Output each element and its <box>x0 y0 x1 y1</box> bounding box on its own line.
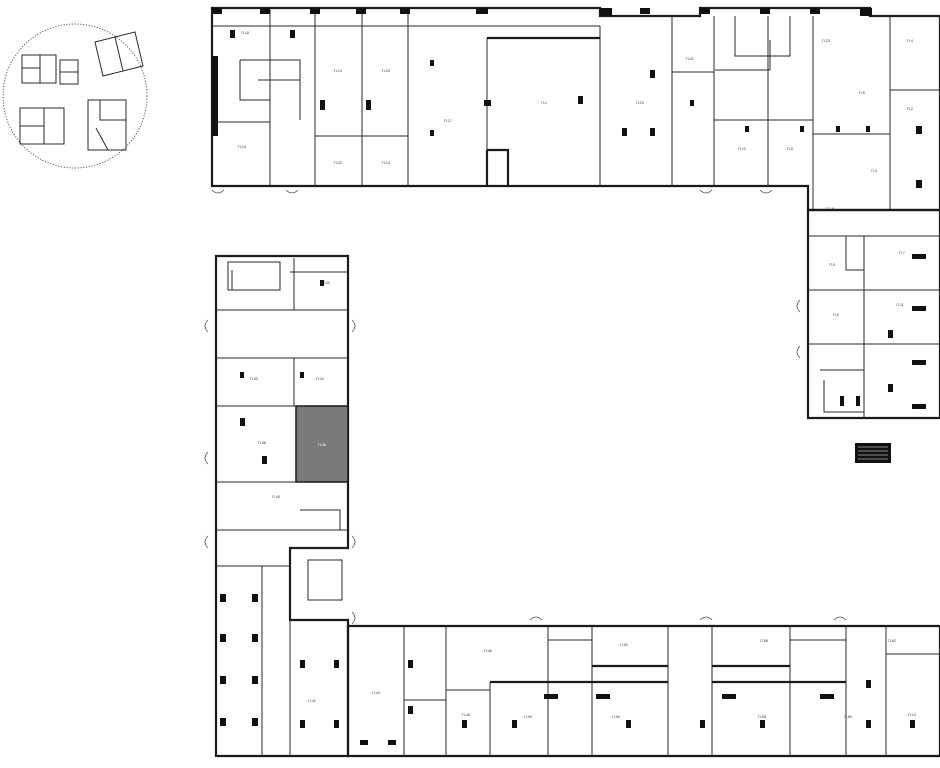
top-wing <box>210 6 940 212</box>
unit-label[interactable]: П-32 <box>250 377 258 381</box>
unit-label[interactable]: П-34 <box>316 377 324 381</box>
unit-label[interactable]: П-20 <box>382 69 390 73</box>
unit-label[interactable]: П-11 <box>896 303 904 307</box>
unit-label[interactable]: П-54 <box>612 715 620 719</box>
unit-label[interactable]: П-15 <box>826 207 834 211</box>
unit-label[interactable]: П-60 <box>844 715 852 719</box>
unit-label[interactable]: П-14 <box>334 69 342 73</box>
unit-label[interactable]: П-52 <box>620 643 628 647</box>
door-swings <box>204 189 847 625</box>
unit-label[interactable]: П-2 <box>907 107 913 111</box>
key-map <box>2 23 148 169</box>
unit-label[interactable]: П-46 <box>484 649 492 653</box>
unit-label[interactable]: П-44 <box>372 691 380 695</box>
unit-label[interactable]: П-10 <box>382 161 390 165</box>
unit-labels: П-18 П-16 П-14 П-22 П-20 П-1 П-10 П-12 П… <box>238 31 916 719</box>
key-map-circle <box>2 23 148 169</box>
unit-label[interactable]: П-19 <box>636 101 644 105</box>
unit-label[interactable]: П-50 <box>524 715 532 719</box>
unit-label[interactable]: П-23 <box>822 39 830 43</box>
unit-label[interactable]: П-7 <box>899 251 905 255</box>
unit-label[interactable]: П-42 <box>308 699 316 703</box>
selected-unit-label[interactable]: П-36 <box>318 443 326 447</box>
unit-label[interactable]: П-18 <box>241 31 249 35</box>
columns-left <box>220 280 339 728</box>
unit-label[interactable]: П-13 <box>908 713 916 717</box>
unit-label[interactable]: П-30 <box>322 281 330 285</box>
unit-label[interactable]: П-16 <box>238 145 246 149</box>
left-wing <box>214 254 350 758</box>
unit-label[interactable]: П-40 <box>272 495 280 499</box>
unit-label[interactable]: П-21 <box>686 57 694 61</box>
unit-label[interactable]: П-17 <box>444 119 452 123</box>
unit-label[interactable]: П-3 <box>871 169 877 173</box>
unit-label[interactable]: П-9 <box>833 313 839 317</box>
unit-label[interactable]: П-56 <box>760 639 768 643</box>
right-wing <box>806 208 940 463</box>
perimeter-piers-top <box>212 8 872 16</box>
bottom-wing <box>346 624 940 758</box>
unit-label[interactable]: П-12 <box>738 147 746 151</box>
unit-label[interactable]: П-58 <box>758 715 766 719</box>
key-map-buildings <box>19 31 144 151</box>
unit-label[interactable]: П-5 <box>829 263 835 267</box>
unit-label[interactable]: П-6 <box>859 91 865 95</box>
elevator-block <box>855 443 891 463</box>
unit-label[interactable]: П-48 <box>462 713 470 717</box>
unit-label[interactable]: П-4 <box>907 39 913 43</box>
unit-label[interactable]: П-1 <box>541 101 547 105</box>
unit-label[interactable]: П-8 <box>787 147 793 151</box>
unit-label[interactable]: П-22 <box>334 161 342 165</box>
columns-right <box>840 254 926 409</box>
columns-top <box>212 30 922 188</box>
unit-label[interactable]: П-62 <box>888 639 896 643</box>
selected-unit[interactable] <box>295 405 349 483</box>
unit-label[interactable]: П-38 <box>258 441 266 445</box>
columns-bottom <box>360 660 915 745</box>
